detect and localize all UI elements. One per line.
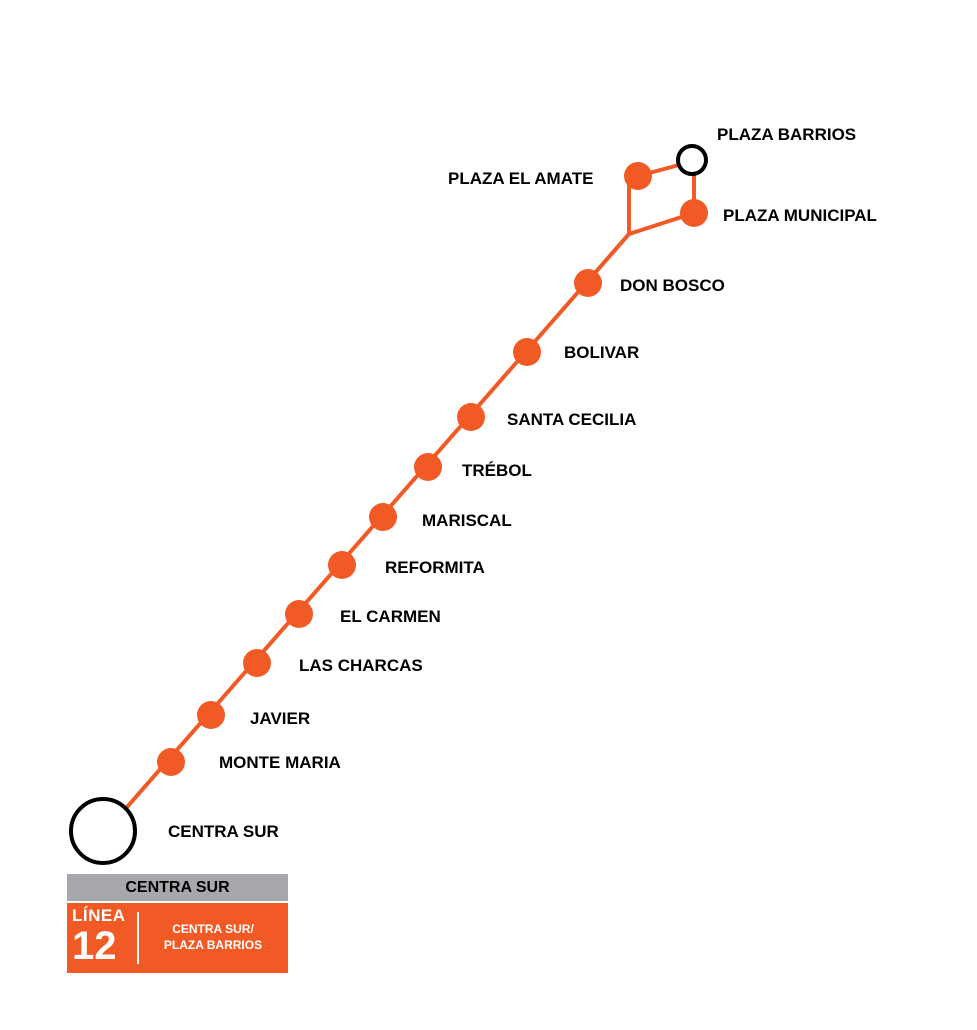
station-label-plaza-el-amate: PLAZA EL AMATE — [448, 169, 593, 188]
station-marker-mariscal — [369, 503, 397, 531]
station-label-centra-sur: CENTRA SUR — [168, 822, 279, 841]
station-label-trebol: TRÉBOL — [462, 461, 532, 480]
station-marker-javier — [197, 701, 225, 729]
station-label-plaza-municipal: PLAZA MUNICIPAL — [723, 206, 877, 225]
station-label-don-bosco: DON BOSCO — [620, 276, 725, 295]
station-marker-las-charcas — [243, 649, 271, 677]
route-endpoint-end: PLAZA BARRIOS — [163, 938, 263, 952]
station-label-el-carmen: EL CARMEN — [340, 607, 441, 626]
station-label-bolivar: BOLIVAR — [564, 343, 639, 362]
terminal-marker-plaza-barrios — [676, 144, 708, 176]
station-label-santa-cecilia: SANTA CECILIA — [507, 410, 636, 429]
station-marker-don-bosco — [574, 269, 602, 297]
station-marker-reformita — [328, 551, 356, 579]
station-labels: CENTRA SUR MONTE MARIA JAVIER LAS CHARCAS EL… — [168, 125, 877, 841]
legend-divider — [137, 912, 139, 964]
station-label-javier: JAVIER — [250, 709, 310, 728]
station-marker-el-carmen — [285, 600, 313, 628]
route-endpoints: CENTRA SUR/ PLAZA BARRIOS — [145, 921, 281, 953]
station-label-mariscal: MARISCAL — [422, 511, 512, 530]
terminal-marker-centra-sur — [69, 797, 137, 865]
station-marker-plaza-el-amate — [624, 162, 652, 190]
station-label-monte-maria: MONTE MARIA — [219, 753, 341, 772]
line-legend: LÍNEA 12 CENTRA SUR/ PLAZA BARRIOS — [67, 903, 288, 973]
station-marker-plaza-municipal — [680, 199, 708, 227]
station-marker-trebol — [414, 453, 442, 481]
station-label-plaza-barrios: PLAZA BARRIOS — [717, 125, 856, 144]
legend-terminal-bar: CENTRA SUR — [67, 874, 288, 901]
station-marker-bolivar — [513, 338, 541, 366]
route-endpoint-start: CENTRA SUR/ — [172, 922, 254, 936]
station-marker-monte-maria — [157, 748, 185, 776]
station-markers — [69, 144, 708, 865]
line-number: 12 — [72, 924, 117, 968]
station-label-reformita: REFORMITA — [385, 558, 485, 577]
station-marker-santa-cecilia — [457, 403, 485, 431]
station-label-las-charcas: LAS CHARCAS — [299, 656, 423, 675]
line-label: LÍNEA — [72, 906, 126, 925]
